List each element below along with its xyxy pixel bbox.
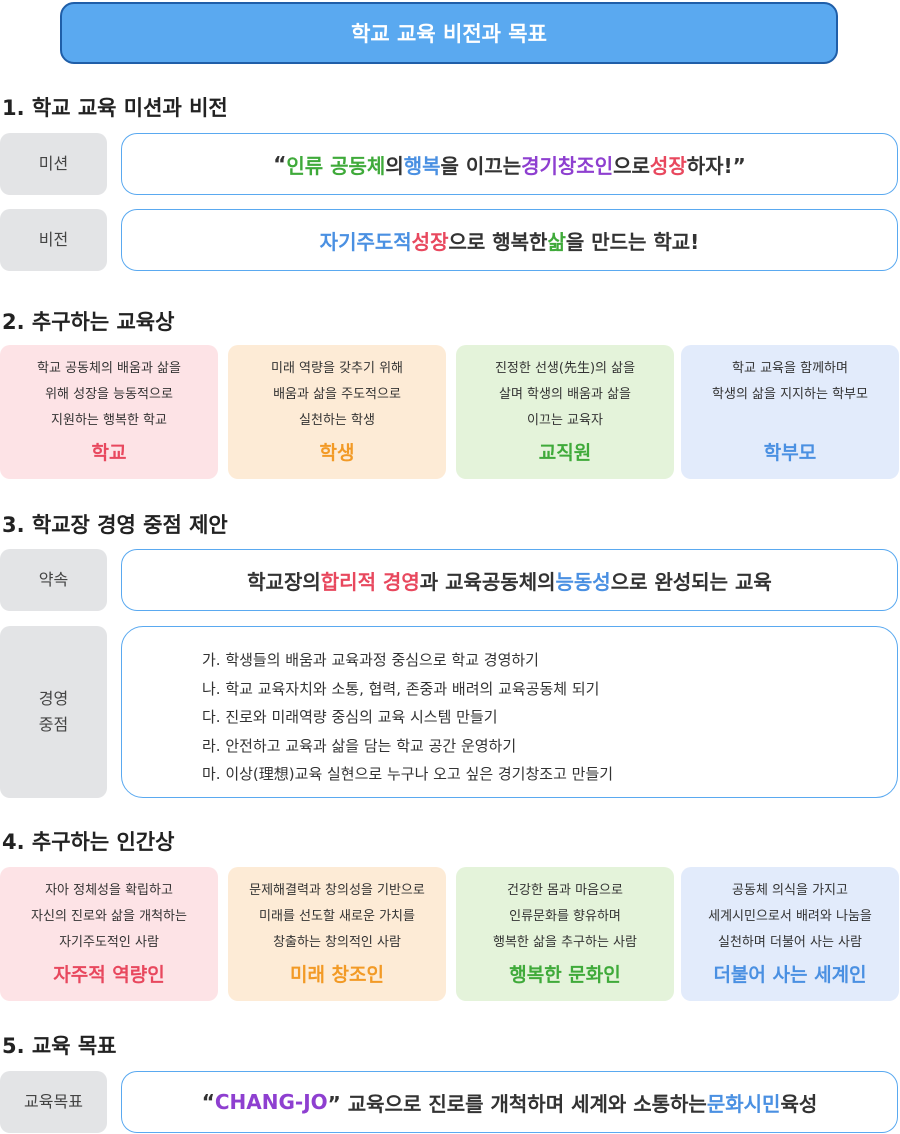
human-role: 행복한 문화인 <box>509 964 621 986</box>
section-4-title: 4. 추구하는 인간상 <box>2 830 175 854</box>
list-item: 마. 이상(理想)교육 실현으로 누구나 오고 싶은 경기창조고 만들기 <box>202 765 614 783</box>
ideal-card-student: 미래 역량을 갖추기 위해 배움과 삶을 주도적으로 실천하는 학생 학생 <box>228 345 446 479</box>
list-item: 나. 학교 교육자치와 소통, 협력, 존중과 배려의 교육공동체 되기 <box>202 679 600 698</box>
vision-label: 비전 <box>0 209 107 271</box>
focus-label: 경영 중점 <box>0 626 107 798</box>
list-item: 다. 진로와 미래역량 중심의 교육 시스템 만들기 <box>202 708 498 726</box>
ideal-role: 학교 <box>91 442 127 464</box>
ideal-card-staff: 진정한 선생(先生)의 삶을 살며 학생의 배움과 삶을 이끄는 교육자 교직원 <box>456 345 674 479</box>
ideal-role: 교직원 <box>538 442 592 464</box>
ideal-role: 학부모 <box>763 442 817 464</box>
page-title: 학교 교육 비전과 목표 <box>351 22 547 46</box>
list-item: 가. 학생들의 배움과 교육과정 중심으로 학교 경영하기 <box>202 651 539 669</box>
list-item: 라. 안전하고 교육과 삶을 담는 학교 공간 운영하기 <box>202 736 517 755</box>
focus-list: 가. 학생들의 배움과 교육과정 중심으로 학교 경영하기 나. 학교 교육자치… <box>121 626 898 798</box>
human-role: 미래 창조인 <box>289 964 384 986</box>
human-card-global: 공동체 의식을 가지고 세계시민으로서 배려와 나눔을 실천하며 더불어 사는 … <box>681 867 899 1001</box>
ideal-card-school: 학교 공동체의 배움과 삶을 위해 성장을 능동적으로 지원하는 행복한 학교 … <box>0 345 218 479</box>
page-banner: 학교 교육 비전과 목표 <box>60 2 838 64</box>
human-card-self-directed: 자아 정체성을 확립하고 자신의 진로와 삶을 개척하는 자기주도적인 사람 자… <box>0 867 218 1001</box>
mission-label: 미션 <box>0 133 107 195</box>
goal-statement: “CHANG-JO” 교육으로 진로를 개척하며 세계와 소통하는 문화시민 육… <box>121 1071 898 1133</box>
promise-label: 약속 <box>0 549 107 611</box>
goal-label: 교육목표 <box>0 1071 107 1133</box>
ideal-role: 학생 <box>319 442 355 464</box>
ideal-card-parents: 학교 교육을 함께하며 학생의 삶을 지지하는 학부모 학부모 <box>681 345 899 479</box>
section-1-title: 1. 학교 교육 미션과 비전 <box>2 96 228 120</box>
human-card-creator: 문제해결력과 창의성을 기반으로 미래를 선도할 새로운 가치를 창출하는 창의… <box>228 867 446 1001</box>
section-2-title: 2. 추구하는 교육상 <box>2 310 175 334</box>
human-card-cultured: 건강한 몸과 마음으로 인류문화를 향유하며 행복한 삶을 추구하는 사람 행복… <box>456 867 674 1001</box>
human-role: 더불어 사는 세계인 <box>713 964 867 986</box>
section-5-title: 5. 교육 목표 <box>2 1034 117 1058</box>
section-3-title: 3. 학교장 경영 중점 제안 <box>2 513 228 537</box>
human-role: 자주적 역량인 <box>53 964 165 986</box>
